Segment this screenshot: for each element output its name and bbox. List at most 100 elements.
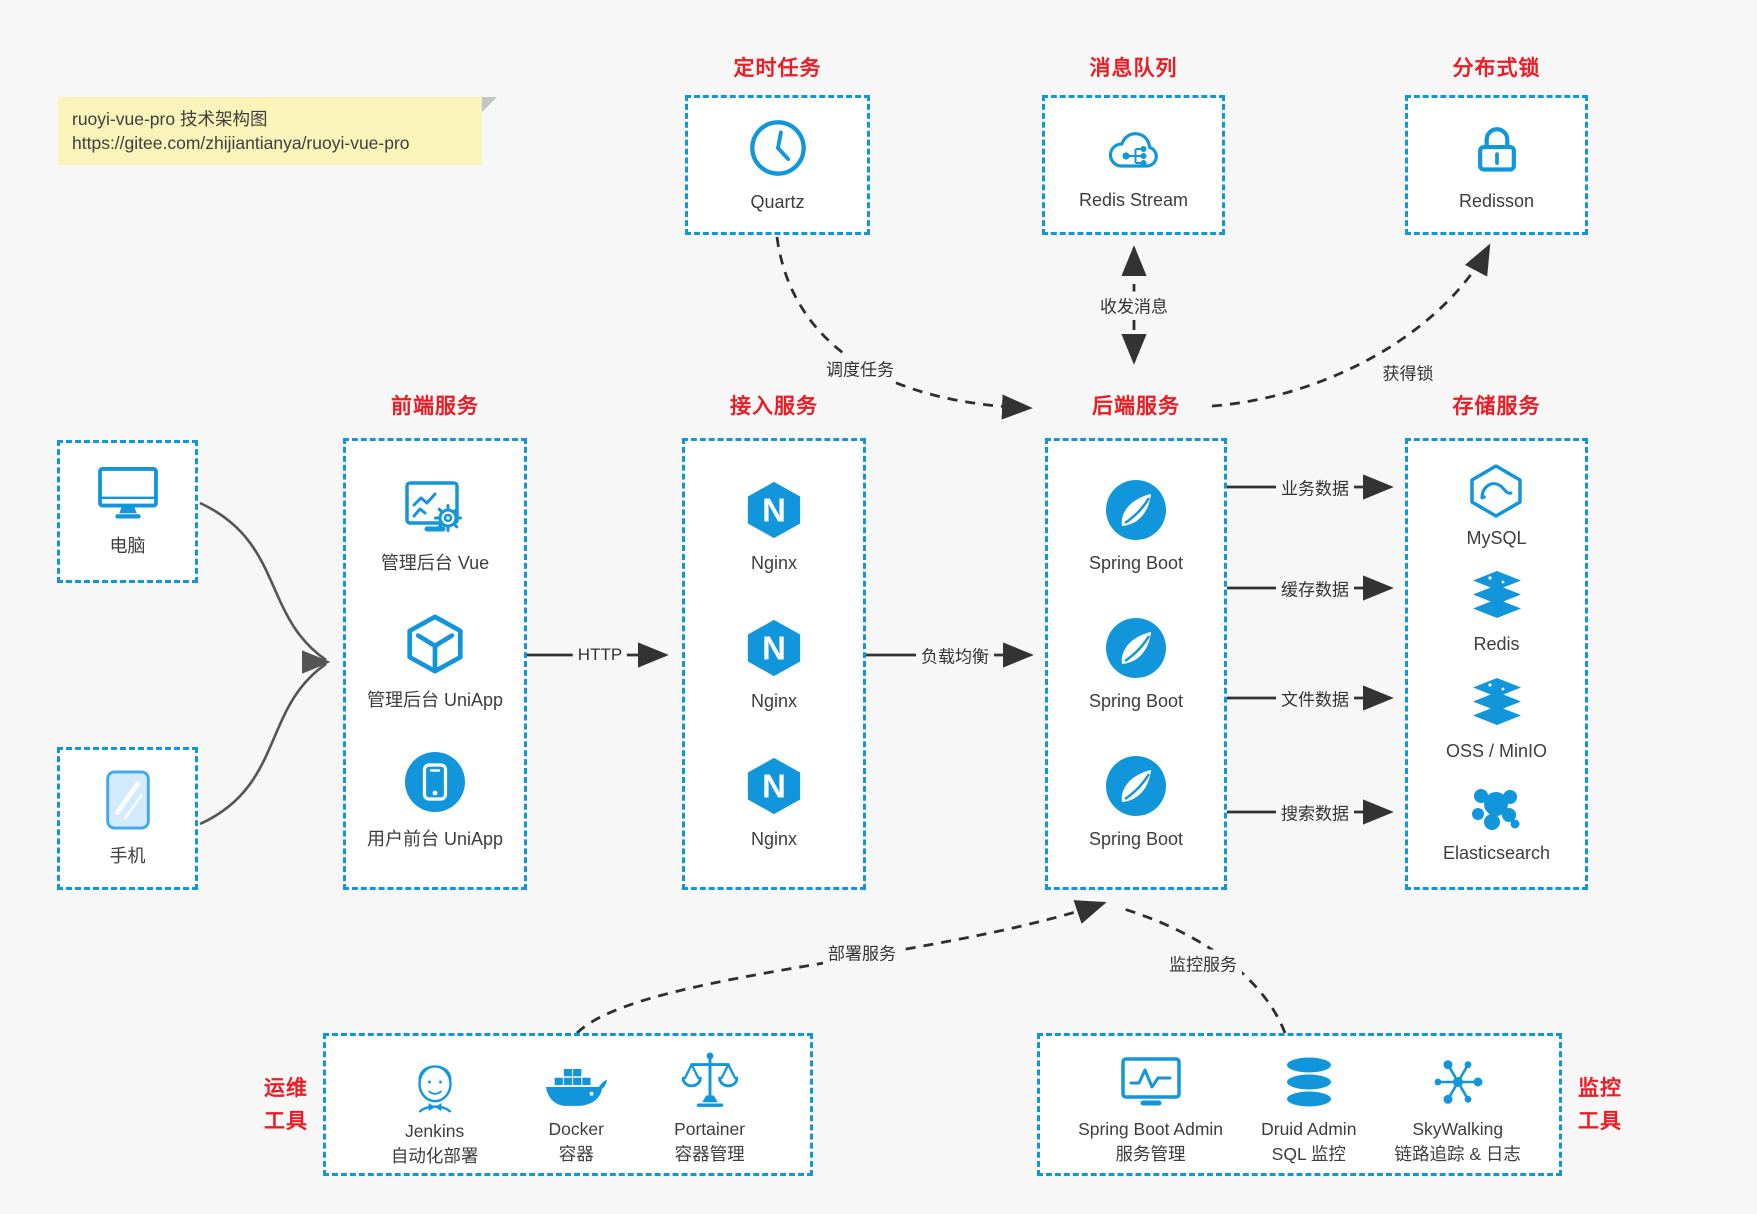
redis-stream-box: Redis Stream bbox=[1042, 95, 1225, 235]
monitoring-item-desc: 服务管理 bbox=[1115, 1144, 1186, 1164]
gateway-item-nginx-1: N Nginx bbox=[744, 479, 804, 574]
storage-item-label: OSS / MinIO bbox=[1445, 740, 1548, 761]
column-title-frontend: 前端服务 bbox=[391, 395, 479, 418]
monitoring-item-sba: Spring Boot Admin 服务管理 bbox=[1078, 1051, 1223, 1166]
backend-item-label: Spring Boot bbox=[1088, 690, 1184, 711]
frontend-item-label: 管理后台 Vue bbox=[380, 552, 490, 573]
svg-text:N: N bbox=[762, 767, 786, 804]
ops-tools-title: 运维 工具 bbox=[258, 1072, 314, 1138]
gateway-item-nginx-3: N Nginx bbox=[744, 755, 804, 850]
frontend-item-admin-vue: 管理后台 Vue bbox=[381, 477, 489, 575]
mobile-client-box: 手机 bbox=[57, 747, 198, 890]
column-title-storage: 存储服务 bbox=[1452, 395, 1541, 418]
ops-item-jenkins: Jenkins 自动化部署 bbox=[390, 1051, 479, 1168]
ops-item-portainer: Portainer 容器管理 bbox=[674, 1051, 745, 1166]
edge-label-lock: 获得锁 bbox=[1377, 358, 1439, 386]
monitoring-title-line1: 监控 bbox=[1578, 1077, 1622, 1100]
edge-label-search-data: 搜索数据 bbox=[1276, 798, 1354, 826]
backend-item-springboot-2: Spring Boot bbox=[1089, 617, 1183, 712]
jenkins-icon bbox=[406, 1051, 464, 1118]
backend-item-label: Spring Boot bbox=[1088, 552, 1184, 573]
gateway-item-label: Nginx bbox=[750, 552, 798, 573]
svg-text:N: N bbox=[762, 491, 786, 528]
nginx-icon: N bbox=[744, 479, 804, 546]
monitoring-tools-title: 监控 工具 bbox=[1572, 1072, 1628, 1138]
quartz-box: Quartz bbox=[685, 95, 870, 235]
note-fold-corner bbox=[482, 97, 497, 112]
ops-item-name: Jenkins bbox=[404, 1121, 465, 1141]
ops-item-desc: 自动化部署 bbox=[390, 1146, 479, 1166]
scales-icon bbox=[681, 1051, 739, 1116]
gateway-item-nginx-2: N Nginx bbox=[744, 617, 804, 712]
monitoring-item-name: Spring Boot Admin bbox=[1078, 1119, 1224, 1139]
monitoring-item-desc: SQL 监控 bbox=[1271, 1144, 1346, 1164]
monitoring-title-line2: 工具 bbox=[1578, 1110, 1622, 1133]
redis-stream-label: Redis Stream bbox=[1078, 189, 1189, 210]
redisson-label: Redisson bbox=[1458, 190, 1535, 211]
edge-label-file-data: 文件数据 bbox=[1276, 684, 1354, 712]
ops-tools-box: Jenkins 自动化部署 Docker 容器 bbox=[323, 1033, 813, 1176]
storage-services-box: MySQL Redis OSS bbox=[1405, 438, 1588, 890]
oss-stack-icon bbox=[1470, 677, 1524, 736]
group-title-message-queue: 消息队列 bbox=[1089, 57, 1178, 80]
redisson-box: Redisson bbox=[1405, 95, 1588, 235]
quartz-label: Quartz bbox=[750, 191, 805, 212]
edge-label-load-balance: 负载均衡 bbox=[916, 641, 994, 669]
mysql-icon bbox=[1469, 464, 1523, 523]
cube-icon bbox=[405, 614, 465, 679]
clock-icon bbox=[748, 118, 808, 183]
phone-circle-icon bbox=[404, 751, 466, 818]
storage-item-label: Redis bbox=[1473, 634, 1520, 655]
docker-icon bbox=[543, 1051, 609, 1116]
ops-item-docker: Docker 容器 bbox=[543, 1051, 609, 1166]
note-url: https://gitee.com/zhijiantianya/ruoyi-vu… bbox=[72, 133, 410, 153]
nginx-icon: N bbox=[744, 755, 804, 822]
nginx-icon: N bbox=[744, 617, 804, 684]
edge-label-http: HTTP bbox=[572, 644, 628, 666]
admin-vue-icon bbox=[403, 477, 467, 542]
monitoring-item-name: SkyWalking bbox=[1412, 1119, 1504, 1139]
molecule-icon bbox=[1429, 1051, 1487, 1116]
ops-item-desc: 容器 bbox=[558, 1144, 594, 1164]
edge-label-deploy: 部署服务 bbox=[823, 938, 901, 966]
lock-icon bbox=[1468, 119, 1526, 182]
edge-label-monitor: 监控服务 bbox=[1164, 949, 1242, 977]
frontend-item-admin-uniapp: 管理后台 UniApp bbox=[367, 614, 503, 712]
mobile-label: 手机 bbox=[109, 845, 146, 866]
storage-item-mysql: MySQL bbox=[1466, 464, 1527, 549]
spring-boot-icon bbox=[1105, 755, 1167, 822]
edge-label-schedule: 调度任务 bbox=[821, 354, 899, 382]
frontend-item-label: 用户前台 UniApp bbox=[366, 829, 504, 850]
svg-text:N: N bbox=[762, 629, 786, 666]
monitoring-tools-box: Spring Boot Admin 服务管理 Druid Admin SQL 监… bbox=[1037, 1033, 1562, 1176]
pc-label: 电脑 bbox=[109, 535, 146, 556]
phone-icon bbox=[105, 769, 151, 835]
backend-item-springboot-1: Spring Boot bbox=[1089, 479, 1183, 574]
monitoring-item-druid: Druid Admin SQL 监控 bbox=[1261, 1051, 1356, 1166]
cloud-stream-icon bbox=[1102, 120, 1166, 181]
backend-item-springboot-3: Spring Boot bbox=[1089, 755, 1183, 850]
backend-services-box: Spring Boot Spring Boot Spring Boot bbox=[1045, 438, 1227, 890]
storage-item-redis: Redis bbox=[1470, 570, 1524, 655]
elasticsearch-icon bbox=[1469, 783, 1523, 838]
note-title: ruoyi-vue-pro 技术架构图 bbox=[72, 109, 268, 129]
group-title-distributed-lock: 分布式锁 bbox=[1452, 57, 1541, 80]
monitoring-item-desc: 链路追踪 & 日志 bbox=[1394, 1144, 1521, 1164]
backend-item-label: Spring Boot bbox=[1088, 828, 1184, 849]
column-title-backend: 后端服务 bbox=[1092, 395, 1180, 418]
redis-stack-icon bbox=[1470, 570, 1524, 629]
frontend-item-user-uniapp: 用户前台 UniApp bbox=[367, 751, 503, 851]
database-icon bbox=[1283, 1051, 1335, 1116]
ops-item-name: Portainer bbox=[674, 1119, 746, 1139]
ops-item-name: Docker bbox=[548, 1119, 604, 1139]
storage-item-elasticsearch: Elasticsearch bbox=[1443, 783, 1550, 864]
ops-item-desc: 容器管理 bbox=[674, 1144, 745, 1164]
storage-item-label: Elasticsearch bbox=[1442, 843, 1551, 864]
frontend-services-box: 管理后台 Vue 管理后台 UniApp bbox=[343, 438, 527, 890]
pc-client-box: 电脑 bbox=[57, 440, 198, 583]
ops-title-line1: 运维 bbox=[264, 1077, 308, 1100]
group-title-scheduled-jobs: 定时任务 bbox=[733, 57, 822, 80]
sticky-note: ruoyi-vue-pro 技术架构图 https://gitee.com/zh… bbox=[58, 97, 497, 165]
spring-boot-icon bbox=[1105, 479, 1167, 546]
